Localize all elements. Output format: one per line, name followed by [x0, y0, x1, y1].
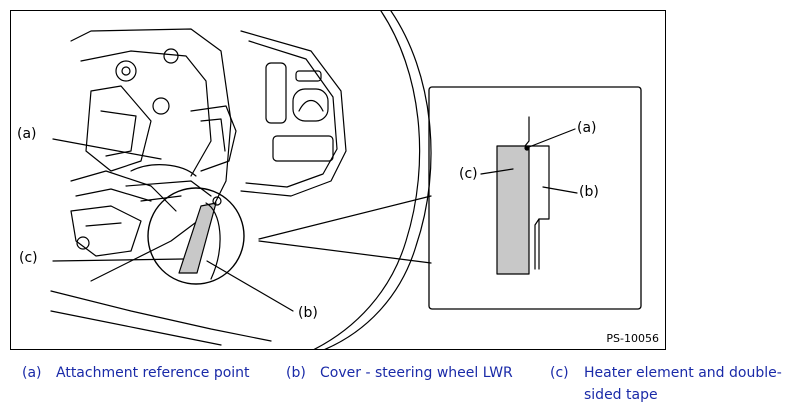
steering-rim-inner [324, 11, 432, 349]
heater-element-detail [496, 145, 530, 275]
legend-item-b: (b) Cover - steering wheel LWR [286, 362, 536, 384]
legend-item-c: (c) Heater element and double-sided tape [550, 362, 782, 406]
callout-c-main: (c) [19, 250, 38, 266]
legend-text: Heater element and double-sided tape [584, 365, 782, 403]
legend-text: Cover - steering wheel LWR [320, 365, 513, 381]
heater-small [178, 202, 217, 274]
legend: (a) Attachment reference point (b) Cover… [0, 362, 785, 412]
legend-key: (a) [22, 365, 42, 381]
steering-wheel-illustration [50, 11, 642, 349]
figure-code: PS-10056 [606, 332, 659, 345]
figure-frame: (a) (c) (b) (a) (c) (b) PS-10056 [10, 10, 666, 350]
callout-a-main: (a) [17, 126, 37, 142]
steering-rim-outer [313, 11, 421, 349]
legend-text: Attachment reference point [56, 365, 250, 381]
detail-box [428, 86, 642, 310]
callout-b-main: (b) [298, 305, 318, 321]
legend-key: (b) [286, 365, 306, 381]
callout-a-detail: (a) [577, 120, 597, 136]
legend-item-a: (a) Attachment reference point [22, 362, 272, 384]
detail-circle [147, 187, 245, 285]
legend-key: (c) [550, 365, 569, 381]
callout-c-detail: (c) [459, 166, 478, 182]
callout-b-detail: (b) [579, 184, 599, 200]
